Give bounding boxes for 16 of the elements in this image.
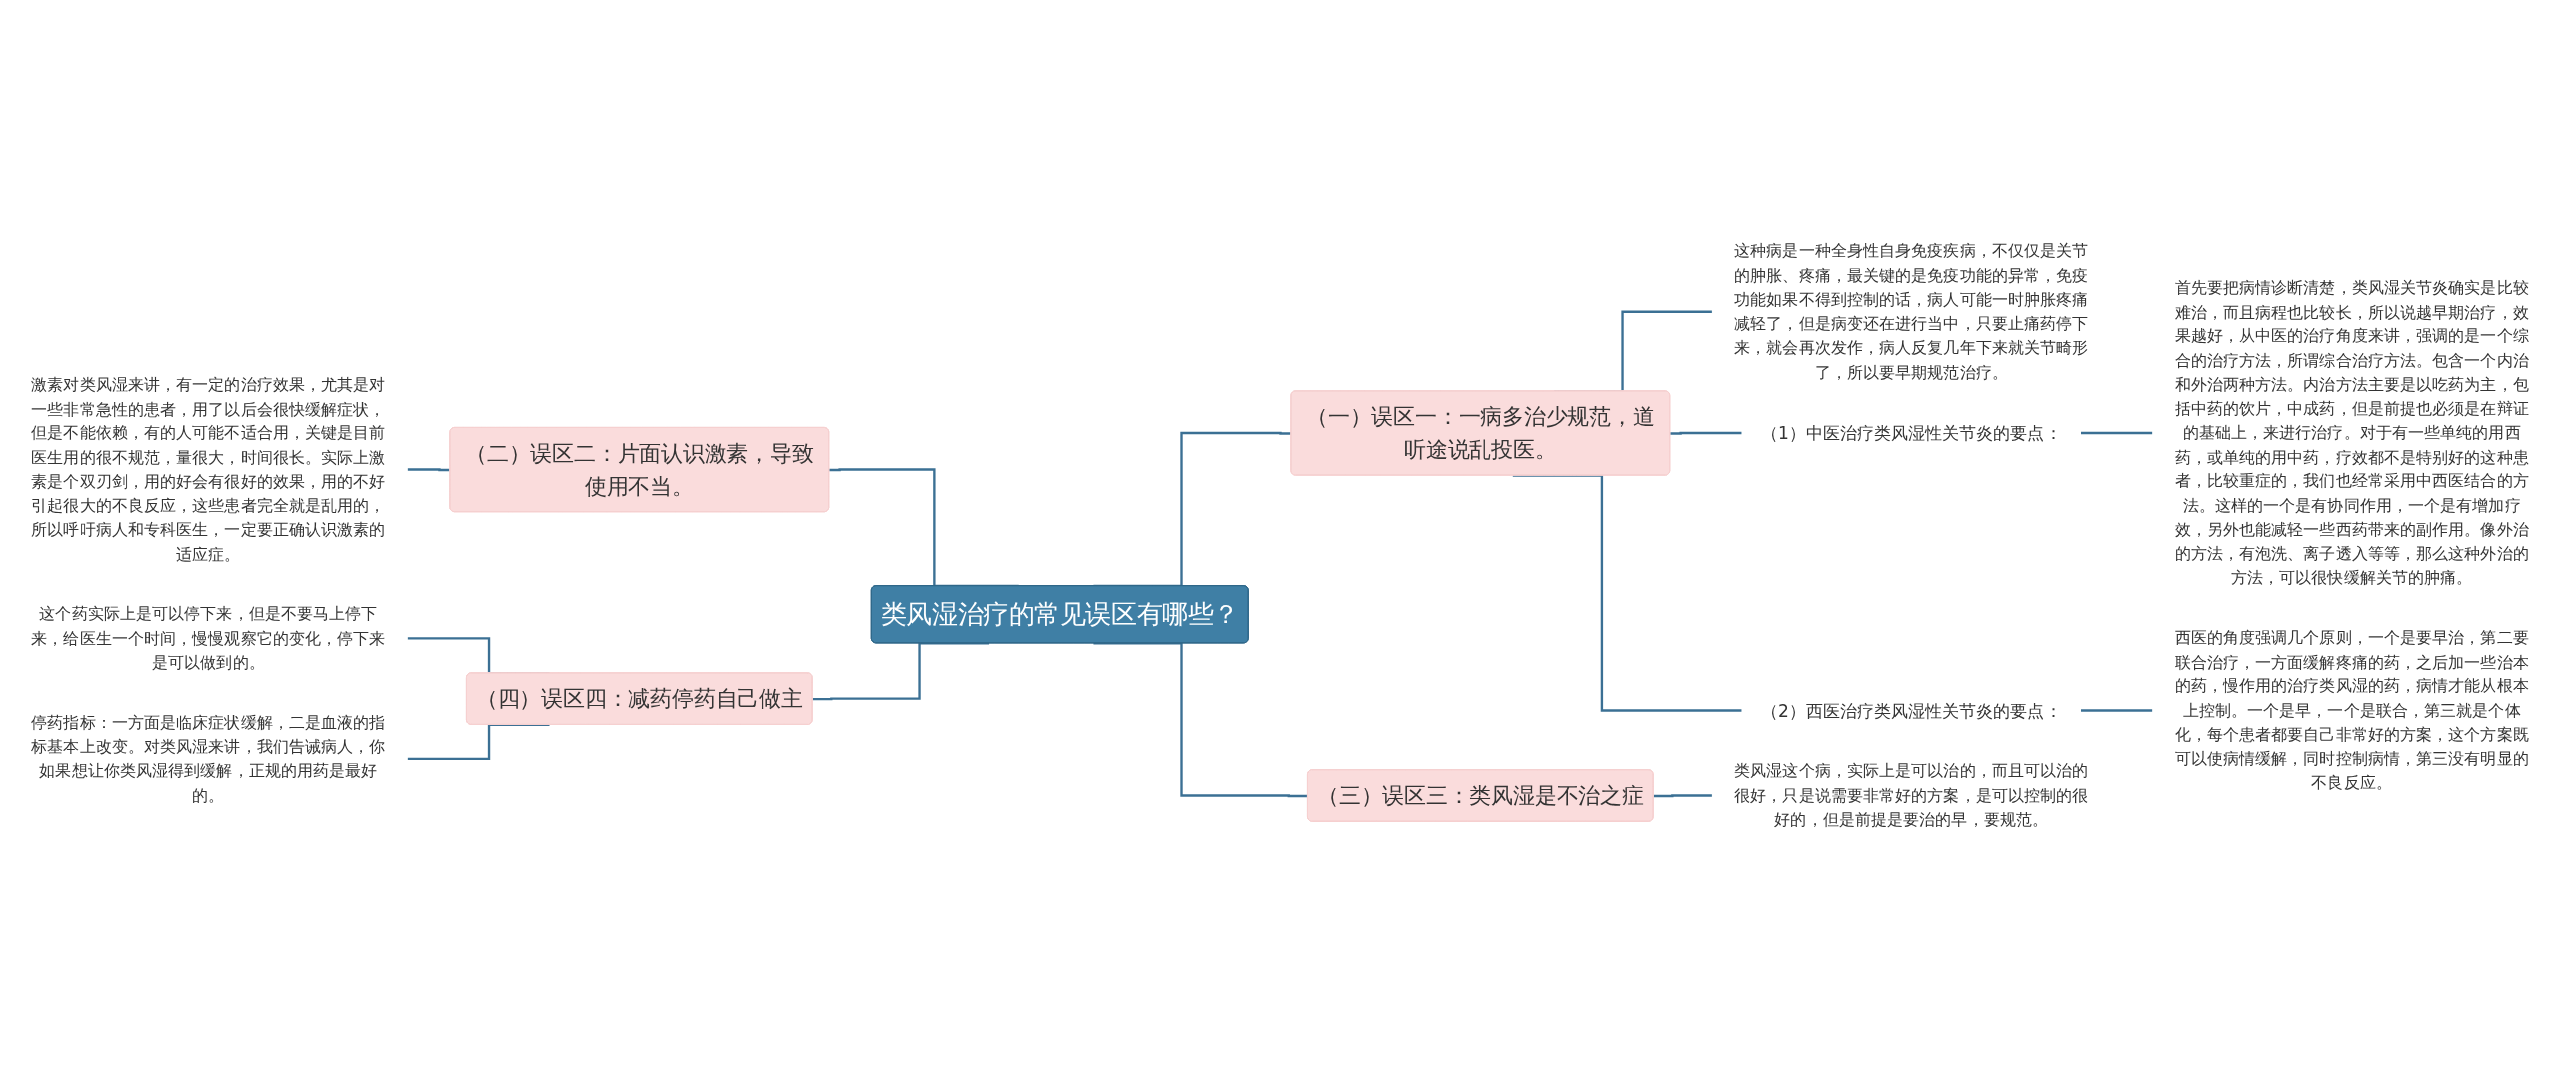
connector <box>407 468 451 472</box>
node-text: 类风湿这个病，实际上是可以治的，而且可以治的很好，只是说需要非常好的方案，是可以控制的很好的，但是前提是要治的早，要规范。 <box>1734 761 2089 829</box>
connector <box>1093 642 1308 798</box>
node-text: 这个药实际上是可以停下来，但是不要马上停下来，给医生一个时间，慢慢观察它的变化，停下来是可以做到的。 <box>31 604 386 672</box>
connector <box>2080 709 2153 712</box>
node-text: （2）西医治疗类风湿性关节炎的要点： <box>1760 700 2062 721</box>
connector <box>1670 431 1742 435</box>
node-text: 西医的角度强调几个原则，一个是要早治，第二要联合治疗，一方面缓解疼痛的药，之后加一些治本的药，慢作用的治疗类风湿的药，病情才能从根本上控制。一个是早，一个是联合，第三就是个体化，每个患者都要自己非常好的方案，这个方案既可以使病情缓解，同时控制病情，第三没有明显的不良反应。 <box>2174 627 2529 792</box>
node-text: 这种病是一种全身性自身免疫疾病，不仅仅是关节的肿胀、疼痛，最关键的是免疫功能的异常，免疫功能如果不得到控制的话，病人可能一时肿胀疼痛减轻了，但是病变还在进行当中，只要止痛药停下来，就会再次发作，病人反复几年下来就关节畸形了，所以要早期规范治疗。 <box>1734 241 2089 381</box>
node-text: 停药指标：一方面是临床症状缓解，二是血液的指标基本上改变。对类风湿来讲，我们告诫病人，你如果想让你类风湿得到缓解，正规的用药是最好的。 <box>31 712 386 804</box>
connector <box>1653 794 1713 798</box>
node-text: （1）中医治疗类风湿性关节炎的要点： <box>1760 423 2062 443</box>
node-text: 首先要把病情诊断清楚，类风湿关节炎确实是比较难治，而且病程也比较长，所以说越早期治疗，效果越好，从中医的治疗角度来讲，强调的是一个综合的治疗方法，所谓综合治疗方法。包含一个内治和外治两种方法。内治方法主要是以吃药为主，包括中药的饮片，中成药，但是前提也必须是在辩证的基础上，来进行治疗。对于有一些单纯的用西药，或单纯的用中药，疗效都不是特别好的这种患者，比较重症的，我们也经常采用中西医结合的方法。这样的一个是有协同作用，一个是有增加疗效，另外也能减轻一些西药带来的副作用。像外治的方法，有泡洗、离子透入等等，那么这种外治的方法，可以很快缓解关节的肿痛。 <box>2174 277 2529 587</box>
node-text: 激素对类风湿来讲，有一定的治疗效果，尤其是对一些非常急性的患者，用了以后会很快缓解症状，但是不能依赖，有的人可能不适合用，关键是目前医生用的很不规范，量很大，时间很长。实际上激素是个双刃剑，用的好会有很好的效果，用的不好引起很大的不良反应，这些患者完全就是乱用的，所以呼吁病人和专科医生，一定要正确认识激素的适应症。 <box>31 374 386 563</box>
connector <box>812 642 990 701</box>
connector <box>2080 431 2153 435</box>
